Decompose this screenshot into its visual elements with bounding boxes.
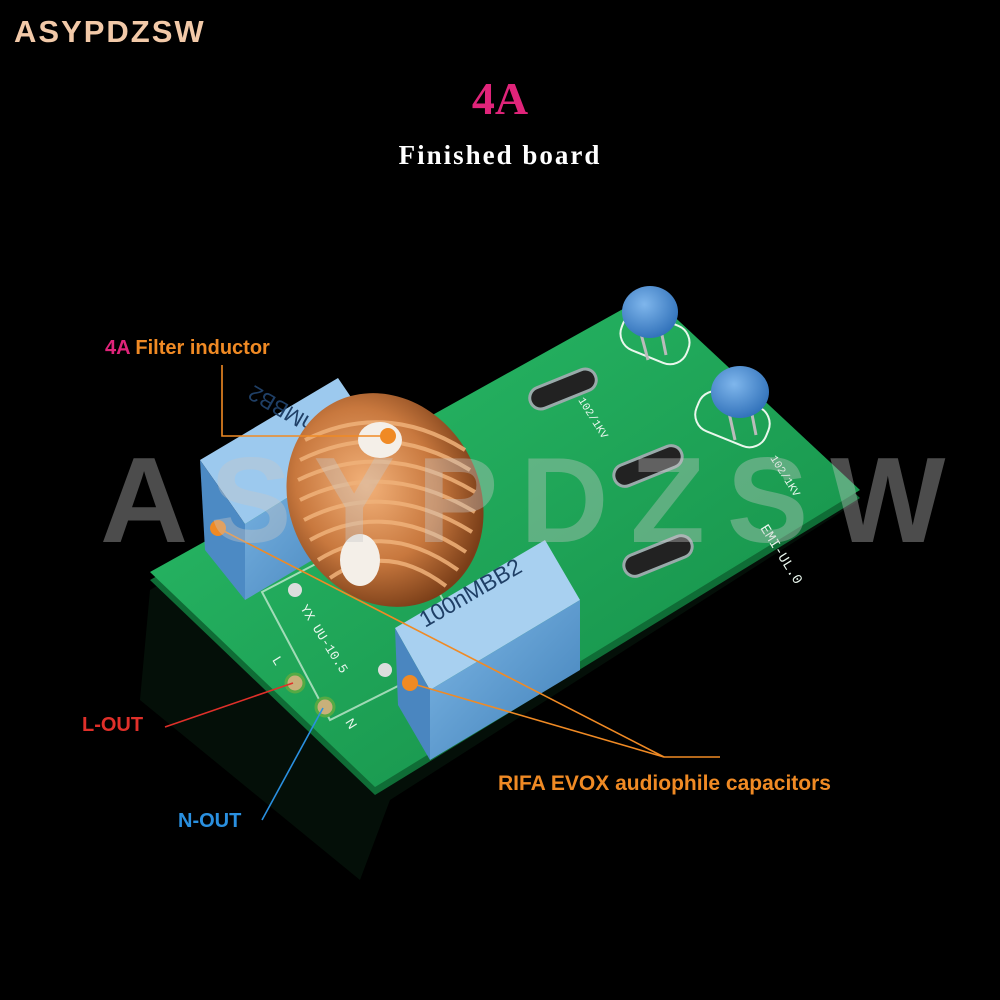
l-out-pad xyxy=(284,672,306,694)
subhead-finished-board: Finished board xyxy=(398,140,602,170)
brand-logo-text: ASYPDZSW xyxy=(14,14,206,49)
headline-current-rating: 4A xyxy=(471,73,529,124)
n-out-pad xyxy=(314,696,336,718)
n-out-label: N-OUT xyxy=(178,810,242,832)
front-cap-callout-dot xyxy=(402,675,418,691)
inductor-label-highlight: 4A xyxy=(105,337,130,359)
l-out-label: L-OUT xyxy=(82,714,144,736)
inductor-callout-label: 4A Filter inductor xyxy=(105,337,270,360)
disc-capacitor-2 xyxy=(711,366,769,441)
rear-cap-callout-dot xyxy=(210,520,226,536)
toroid-inductor xyxy=(286,393,484,607)
pcb-board xyxy=(150,294,860,795)
disc-capacitor-1 xyxy=(622,286,678,361)
callout-lines xyxy=(164,365,720,821)
capacitors-callout-label: RIFA EVOX audiophile capacitors xyxy=(498,772,831,795)
inductor-label-rest: Filter inductor xyxy=(129,337,270,359)
inductor-callout-dot xyxy=(380,428,396,444)
